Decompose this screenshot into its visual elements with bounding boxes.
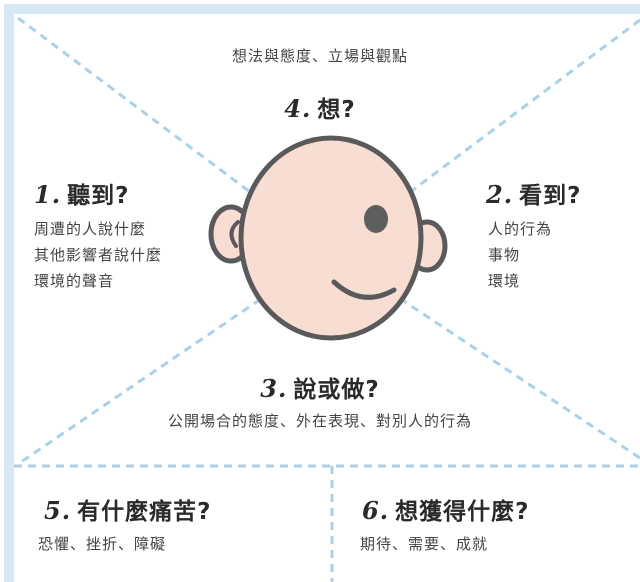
see-heading: 2.看到? <box>486 176 581 210</box>
gain-title: 想獲得什麼? <box>395 499 530 525</box>
head <box>238 135 424 341</box>
eye <box>364 205 388 233</box>
say-do-number: 3. <box>260 374 288 403</box>
mouth <box>331 279 397 300</box>
see-number: 2. <box>486 180 514 209</box>
see-list: 人的行為 事物 環境 <box>488 216 552 294</box>
hear-item: 其他影響者說什麼 <box>34 246 163 264</box>
pain-number: 5. <box>44 496 72 525</box>
hear-heading: 1.聽到? <box>34 176 129 210</box>
hear-title: 聽到? <box>67 183 130 209</box>
think-number: 4. <box>284 94 312 123</box>
gain-subtitle: 期待、需要、成就 <box>360 535 489 553</box>
see-item: 人的行為 <box>488 220 553 238</box>
pain-subtitle: 恐懼、挫折、障礙 <box>38 535 167 553</box>
hear-number: 1. <box>34 180 62 209</box>
hear-item: 周遭的人說什麼 <box>34 220 147 238</box>
gain-number: 6. <box>362 496 390 525</box>
think-subtitle: 想法與態度、立場與觀點 <box>231 47 408 65</box>
say-do-subtitle: 公開場合的態度、外在表現、對別人的行為 <box>167 412 472 430</box>
see-title: 看到? <box>519 183 582 209</box>
pain-title: 有什麼痛苦? <box>77 499 212 525</box>
think-title: 想? <box>317 97 356 123</box>
see-item: 環境 <box>488 272 521 290</box>
see-item: 事物 <box>488 246 521 264</box>
say-do-heading: 3.說或做? <box>0 370 640 404</box>
left-ear-inner <box>229 220 240 248</box>
gain-heading: 6.想獲得什麼? <box>362 492 529 526</box>
hear-item: 環境的聲音 <box>34 272 115 290</box>
map-frame <box>4 4 640 582</box>
think-heading: 4.想? <box>0 90 640 124</box>
face <box>208 135 448 341</box>
pain-heading: 5.有什麼痛苦? <box>44 492 211 526</box>
say-do-title: 說或做? <box>293 377 380 403</box>
hear-list: 周遭的人說什麼 其他影響者說什麼 環境的聲音 <box>34 216 162 294</box>
